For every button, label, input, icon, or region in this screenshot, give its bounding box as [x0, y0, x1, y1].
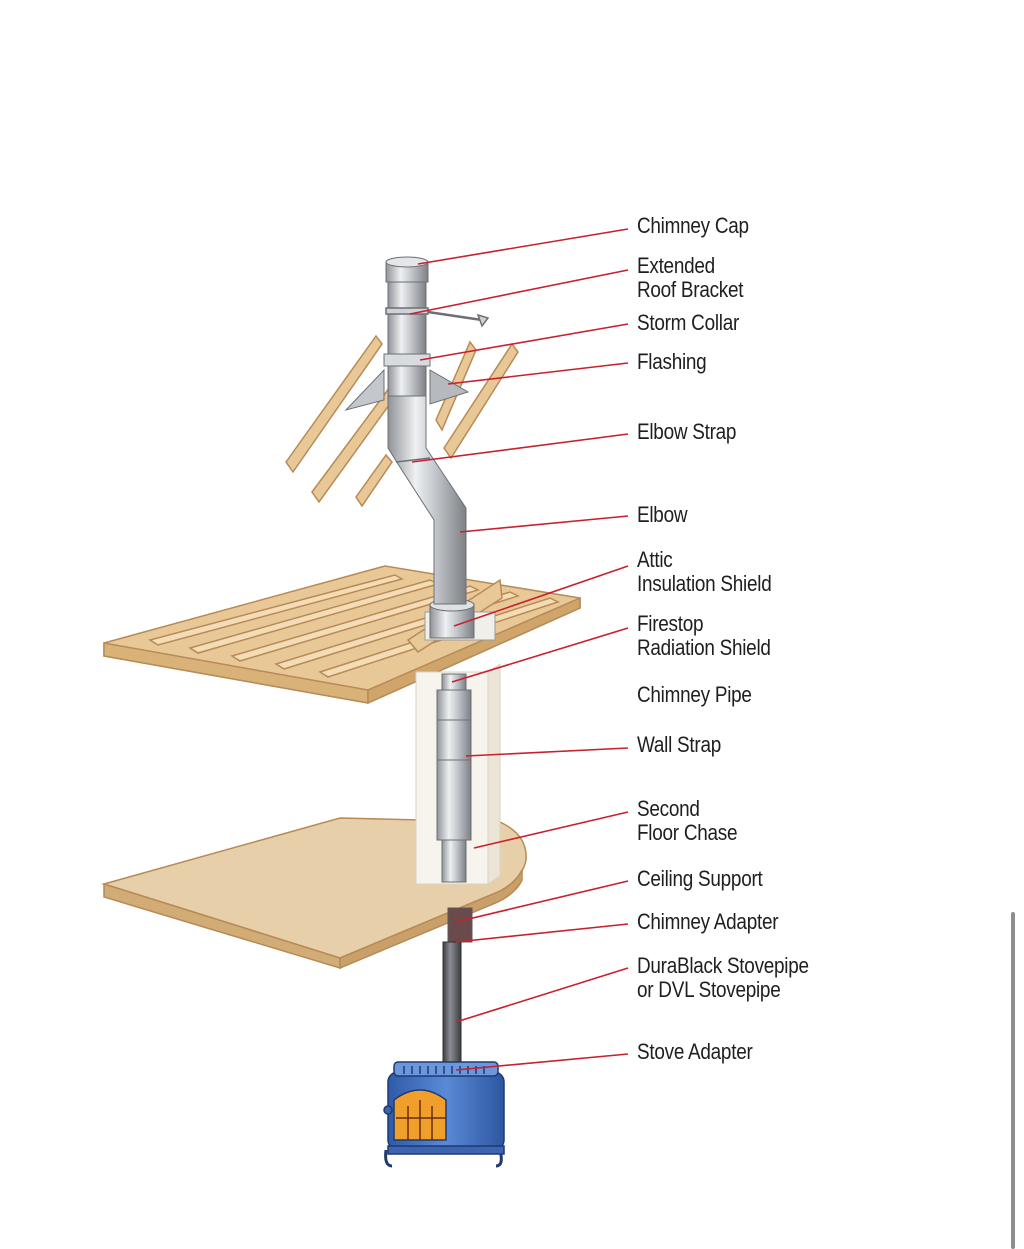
wood-stove [383, 1061, 505, 1168]
elbow-strap [395, 457, 431, 463]
leader-elbow-strap [411, 433, 629, 463]
label-chimney-cap: Chimney Cap [637, 213, 749, 238]
vertical-scrollbar[interactable] [1011, 912, 1015, 1249]
leader-extended-roof-bracket [409, 269, 629, 315]
label-flashing: Flashing [637, 349, 707, 374]
leader-storm-collar [419, 323, 629, 361]
leader-wall-strap [465, 747, 629, 757]
label-storm-collar: Storm Collar [637, 310, 740, 335]
leader-chimney-adapter [455, 923, 629, 943]
label-attic-insulation-shield: Attic Insulation Shield [637, 547, 772, 596]
leader-firestop-radiation-shield [451, 627, 629, 683]
leader-chimney-cap [417, 228, 629, 265]
leader-flashing [447, 362, 629, 385]
chimney-pipe [387, 267, 472, 883]
label-chimney-pipe: Chimney Pipe [637, 682, 752, 707]
label-second-floor-chase: Second Floor Chase [637, 796, 738, 845]
chimney-cap [385, 256, 429, 283]
leader-attic-insulation-shield [453, 565, 629, 627]
label-stovepipe: DuraBlack Stovepipe or DVL Stovepipe [637, 953, 809, 1002]
label-elbow-strap: Elbow Strap [637, 419, 737, 444]
label-stove-adapter: Stove Adapter [637, 1039, 753, 1064]
label-ceiling-support: Ceiling Support [637, 866, 763, 891]
leader-ceiling-support [455, 880, 629, 923]
label-chimney-adapter: Chimney Adapter [637, 909, 779, 934]
label-firestop-radiation-shield: Firestop Radiation Shield [637, 611, 771, 660]
leader-lines [409, 228, 629, 1071]
leader-stovepipe [455, 967, 629, 1023]
attic-floor-joists [103, 565, 581, 705]
leader-second-floor-chase [473, 811, 629, 849]
label-extended-roof-bracket: Extended Roof Bracket [637, 253, 744, 302]
leader-stove-adapter [455, 1053, 629, 1071]
flashing [344, 353, 470, 411]
label-wall-strap: Wall Strap [637, 732, 721, 757]
stovepipe [442, 941, 462, 1071]
leader-elbow [459, 515, 629, 533]
roof-rafters [285, 334, 519, 508]
ceiling-support [447, 907, 473, 943]
label-elbow: Elbow [637, 502, 688, 527]
